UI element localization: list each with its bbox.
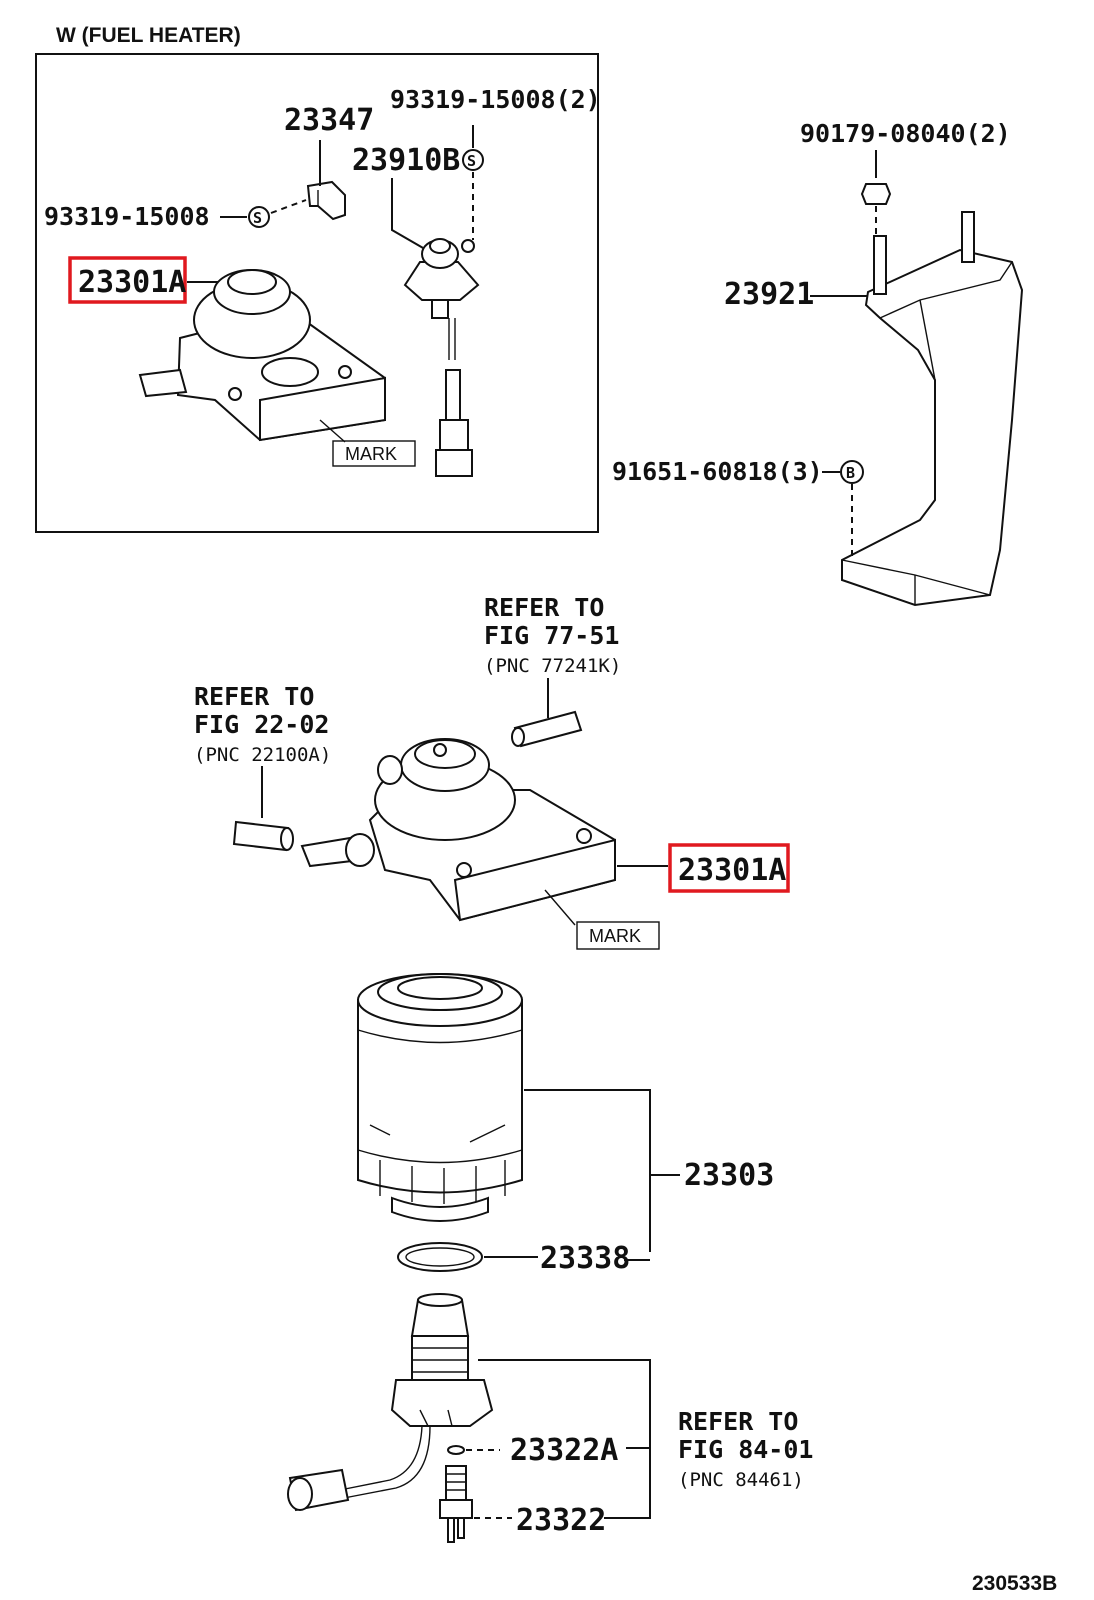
filter-head-main-part [300, 738, 616, 922]
fuel-hose-upper-part [511, 710, 583, 748]
svg-text:FIG 77-51: FIG 77-51 [484, 621, 619, 650]
mark-label-inset: MARK [345, 444, 397, 464]
label-23338: 23338 [540, 1241, 630, 1276]
inset-title: W (FUEL HEATER) [56, 24, 241, 47]
inset-frame [35, 53, 599, 533]
svg-text:(PNC 77241K): (PNC 77241K) [484, 655, 621, 677]
bracket-23921-part [841, 211, 1024, 607]
nut-icon [860, 183, 892, 205]
label-main-23301A: 23301A [678, 853, 786, 888]
mark-box-main [576, 921, 660, 950]
clip-23347-part [306, 180, 346, 221]
svg-text:(PNC 22100A): (PNC 22100A) [194, 744, 331, 766]
fuel-heater-part [403, 238, 480, 477]
fuel-filter-part [357, 973, 523, 1222]
bracket-line-23303 [524, 1089, 651, 1252]
svg-text:S: S [467, 152, 476, 170]
b-bolt-icon: B [840, 460, 864, 484]
svg-text:FIG 22-02: FIG 22-02 [194, 710, 329, 739]
highlight-box-main-23301A [668, 843, 790, 893]
label-23322A: 23322A [510, 1433, 618, 1468]
sensor-switch-23322-part [439, 1465, 473, 1543]
label-90179-08040: 90179-08040(2) [800, 119, 1011, 148]
figure-number: 230533B [972, 1572, 1057, 1595]
label-23347: 23347 [284, 103, 374, 138]
svg-text:S: S [253, 209, 262, 227]
svg-text:REFER TO: REFER TO [678, 1407, 798, 1436]
label-23303: 23303 [684, 1158, 774, 1193]
label-inset-23301A: 23301A [78, 265, 186, 300]
fuel-hose-left-part [232, 820, 294, 852]
svg-text:REFER TO: REFER TO [194, 682, 314, 711]
leader-23910B [391, 178, 431, 253]
svg-text:(PNC 84461): (PNC 84461) [678, 1469, 804, 1491]
highlight-box-inset-23301A [68, 256, 187, 304]
label-93319-15008: 93319-15008 [44, 202, 210, 231]
label-93319-15008-2: 93319-15008(2) [390, 85, 601, 114]
water-sensor-part [287, 1293, 494, 1512]
s-washer-icon: S [248, 206, 270, 228]
mark-box-inset [332, 440, 416, 467]
s-washer-icon: S [462, 149, 484, 171]
label-23921: 23921 [724, 277, 814, 312]
filter-head-inset-part [138, 269, 386, 442]
svg-text:B: B [846, 464, 855, 482]
refer-note-22-02: REFER TO FIG 22-02 (PNC 22100A) [194, 682, 331, 766]
label-23910B: 23910B [352, 143, 460, 178]
mark-label-main: MARK [589, 926, 641, 946]
o-ring-23322A-part [447, 1445, 465, 1455]
svg-text:FIG 84-01: FIG 84-01 [678, 1435, 813, 1464]
label-23322: 23322 [516, 1503, 606, 1538]
refer-note-77-51: REFER TO FIG 77-51 (PNC 77241K) [484, 593, 621, 677]
svg-text:REFER TO: REFER TO [484, 593, 604, 622]
gasket-23338-part [397, 1242, 483, 1272]
label-91651-60818: 91651-60818(3) [612, 457, 823, 486]
refer-note-84-01: REFER TO FIG 84-01 (PNC 84461) [678, 1407, 813, 1491]
bracket-line-sensor [478, 1359, 651, 1519]
